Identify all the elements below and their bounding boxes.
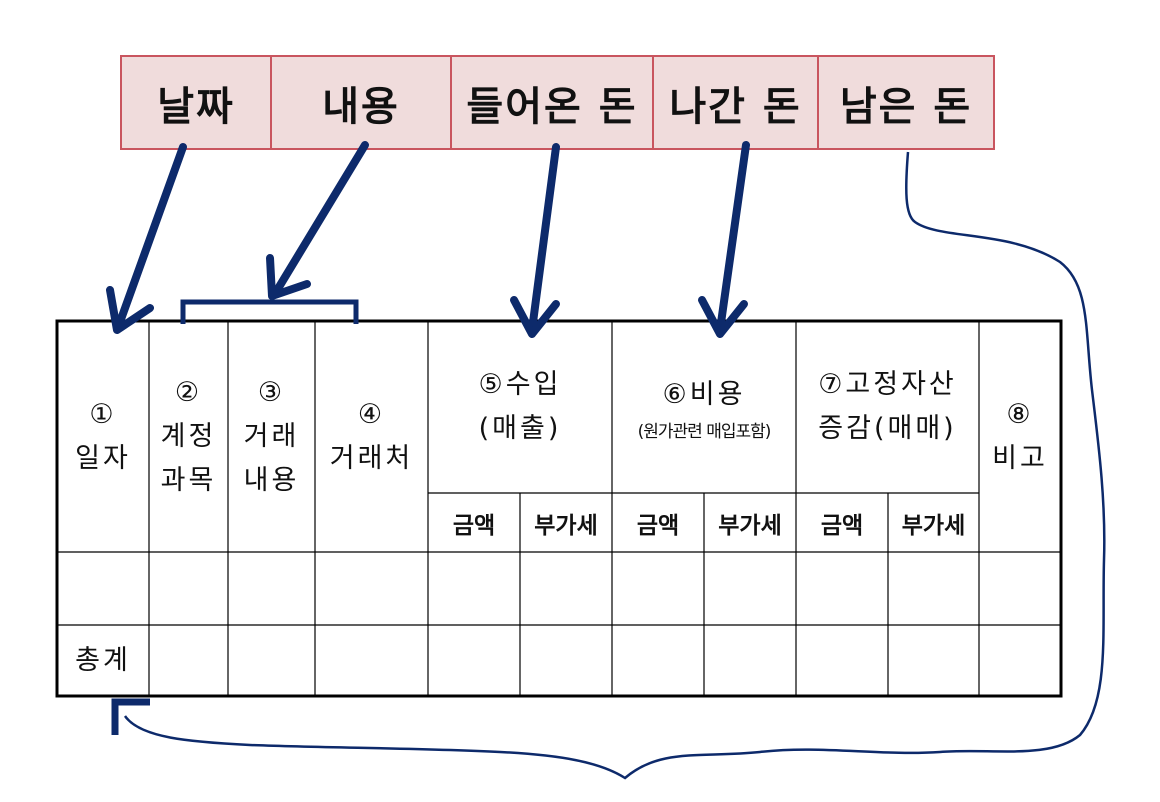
bracket-shape xyxy=(180,299,359,324)
col-remarks-label: 비고 xyxy=(992,442,1048,474)
col-date: ① 일자 xyxy=(57,321,149,552)
header-money-out: 나간 돈 xyxy=(652,55,819,150)
table-grid xyxy=(57,321,1061,696)
col-remarks: ⑧ 비고 xyxy=(979,321,1061,552)
col-fixed-assets-title: ⑦고정자산 xyxy=(818,369,957,400)
col-account: ② 계정 과목 xyxy=(149,321,228,552)
col-income: ⑤수입 (매출) xyxy=(428,321,612,493)
col-account-num: ② xyxy=(174,376,203,408)
col-date-num: ① xyxy=(89,398,117,430)
col-transaction: ③ 거래 내용 xyxy=(228,321,315,552)
col-fixed-assets-sub: 증감(매매) xyxy=(818,413,957,444)
col-date-label: 일자 xyxy=(75,442,131,474)
subheader-amount: 금액 xyxy=(452,512,496,539)
loop-line xyxy=(123,151,1106,780)
col-income-sub: (매출) xyxy=(478,413,562,444)
header-money-in: 들어온 돈 xyxy=(450,55,654,150)
subheader-vat: 부가세 xyxy=(901,512,966,539)
table-border xyxy=(55,319,1063,698)
col-transaction-line1: 거래 xyxy=(243,420,300,452)
arrow-content xyxy=(272,141,369,296)
col-client-num: ④ xyxy=(357,398,386,430)
col-account-line2: 과목 xyxy=(160,464,217,496)
header-date: 날짜 xyxy=(120,55,272,150)
col-client-label: 거래처 xyxy=(329,442,414,474)
total-label: 총계 xyxy=(75,644,131,676)
arrow-income xyxy=(528,143,560,334)
col-expense: ⑥비용 (원가관련 매입포함) xyxy=(612,321,796,493)
arrows xyxy=(106,141,750,338)
arrow-date xyxy=(116,143,187,326)
col-account-line1: 계정 xyxy=(160,420,217,452)
col-client: ④ 거래처 xyxy=(315,321,428,552)
col-income-title: ⑤수입 xyxy=(478,369,562,400)
subheader-vat: 부가세 xyxy=(718,512,782,539)
loop-arrowhead xyxy=(111,698,150,735)
col-remarks-num: ⑧ xyxy=(1006,398,1034,430)
subheader-amount: 금액 xyxy=(820,512,864,539)
col-transaction-num: ③ xyxy=(257,376,286,408)
col-expense-title: ⑥비용 xyxy=(662,378,746,410)
subheader-amount: 금액 xyxy=(636,512,680,539)
col-expense-sub: (원가관련 매입포함) xyxy=(637,421,772,442)
header-balance: 남은 돈 xyxy=(817,55,995,150)
col-transaction-line2: 내용 xyxy=(243,464,300,496)
col-fixed-assets: ⑦고정자산 증감(매매) xyxy=(796,321,979,493)
subheader-vat: 부가세 xyxy=(534,512,598,539)
arrow-expense xyxy=(716,141,750,334)
